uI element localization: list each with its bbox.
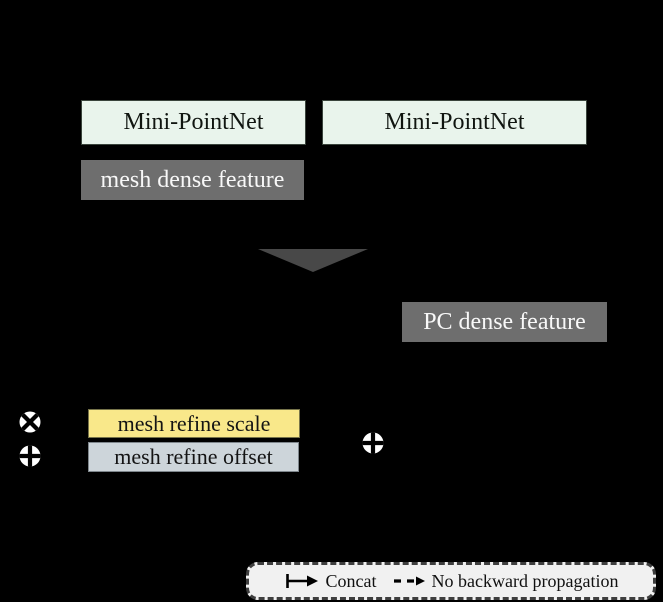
plus-icon (19, 445, 41, 467)
mini-pointnet-left-label: Mini-PointNet (123, 109, 264, 135)
mini-pointnet-right-label: Mini-PointNet (384, 109, 525, 135)
legend-concat-label: Concat (325, 570, 377, 591)
mesh-refine-offset-box: mesh refine offset (88, 442, 299, 472)
plus-icon (362, 432, 384, 454)
legend-no-backprop-label: No backward propagation (431, 570, 619, 591)
mesh-refine-scale-label: mesh refine scale (117, 410, 271, 436)
dashed-arrow-icon (393, 576, 425, 586)
pc-dense-feature-label: PC dense feature (423, 308, 586, 335)
mesh-refine-offset-label: mesh refine offset (114, 444, 273, 469)
pc-dense-feature-box: PC dense feature (402, 302, 607, 342)
multiply-icon (19, 411, 41, 433)
mapsto-arrow-icon (285, 574, 318, 588)
mini-pointnet-left-box: Mini-PointNet (81, 100, 306, 145)
mesh-refine-scale-box: mesh refine scale (88, 409, 300, 438)
legend: Concat No backward propagation (246, 562, 656, 600)
mesh-dense-feature-label: mesh dense feature (100, 166, 285, 193)
mesh-dense-feature-box: mesh dense feature (81, 160, 304, 200)
down-arrowhead-icon (258, 249, 368, 272)
mini-pointnet-right-box: Mini-PointNet (322, 100, 587, 145)
